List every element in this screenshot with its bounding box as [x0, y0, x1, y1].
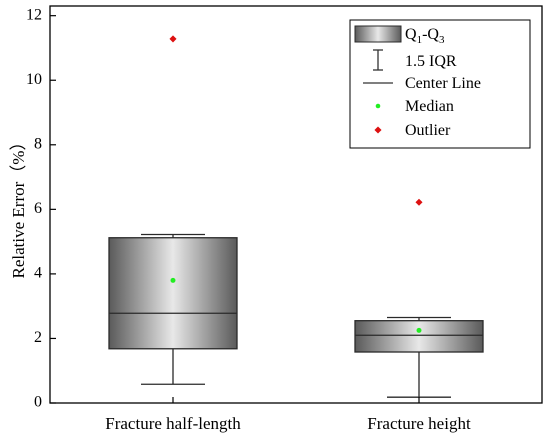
legend-median-swatch	[375, 103, 381, 109]
legend-iqr-label: 1.5 IQR	[405, 53, 457, 70]
y-tick-label: 4	[34, 265, 42, 282]
box-iqr	[354, 320, 484, 353]
y-tick-label: 0	[34, 394, 42, 411]
legend-center-label: Center Line	[405, 75, 481, 92]
legend-median-label: Median	[405, 98, 454, 115]
box-series	[108, 35, 484, 398]
legend-outlier-swatch	[374, 126, 382, 134]
box-group	[354, 198, 484, 398]
y-tick-label: 12	[26, 6, 42, 23]
y-tick-label: 8	[34, 135, 42, 152]
box-group	[108, 35, 238, 385]
legend-q-label: Q1-Q3	[405, 26, 445, 46]
outlier-point	[169, 35, 177, 43]
outlier-point	[415, 198, 423, 206]
y-axis-ticks: 0 2 4 6 8 10 12	[26, 6, 56, 411]
legend-outlier-label: Outlier	[405, 122, 451, 139]
y-tick-label: 2	[34, 329, 42, 346]
category-labels: Fracture half-length Fracture height	[105, 397, 471, 433]
legend-iqr-swatch	[373, 49, 383, 71]
median-point	[170, 277, 176, 283]
median-point	[416, 327, 422, 333]
y-axis-title: Relative Error（%）	[9, 134, 28, 279]
legend: Q1-Q3 1.5 IQR Center Line Median Outlier	[349, 19, 531, 149]
box-iqr	[108, 237, 238, 350]
x-category-label: Fracture half-length	[105, 414, 241, 433]
y-tick-label: 10	[26, 71, 42, 88]
legend-box-swatch	[354, 25, 402, 43]
y-tick-label: 6	[34, 200, 42, 217]
plot-frame	[49, 5, 543, 404]
x-category-label: Fracture height	[367, 414, 471, 433]
